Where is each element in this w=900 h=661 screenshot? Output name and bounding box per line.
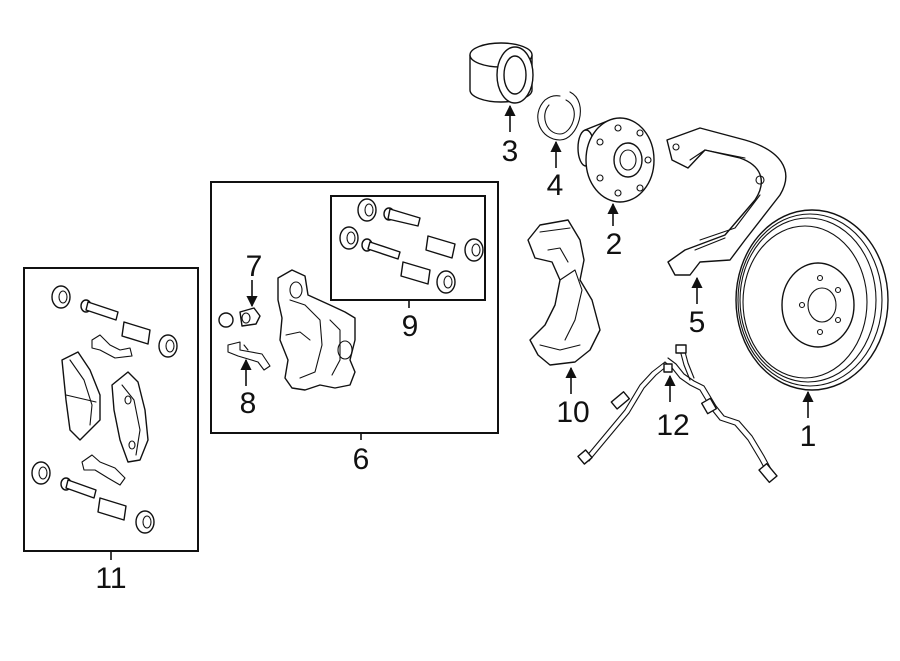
wheel-bearing: [469, 42, 534, 104]
caliper-clip: [227, 341, 271, 371]
wheel-hub: [577, 117, 655, 203]
callout-2: 2: [606, 228, 623, 261]
snap-ring: [537, 91, 581, 141]
callout-12: 12: [656, 409, 689, 442]
guide-pin-kit: [339, 198, 484, 294]
caliper-bracket: [527, 219, 601, 366]
brake-caliper: [277, 269, 356, 391]
bleeder-screw: [218, 307, 261, 328]
callout-6: 6: [353, 443, 370, 476]
callout-4: 4: [547, 169, 564, 202]
callout-3: 3: [502, 135, 519, 168]
callout-11: 11: [95, 562, 126, 595]
leader-lines: [110, 104, 814, 560]
brake-rotor: [735, 209, 889, 391]
dust-shield: [666, 127, 787, 276]
pin-kit-box: [330, 195, 486, 301]
abs-sensor-harness: [577, 344, 778, 484]
callout-7: 7: [246, 250, 263, 283]
caliper-kit-box: [210, 181, 499, 434]
callout-1: 1: [800, 420, 817, 453]
callout-10: 10: [556, 396, 589, 429]
callout-8: 8: [240, 387, 257, 420]
brake-pad-kit: [31, 285, 178, 534]
callout-9: 9: [402, 310, 419, 343]
callout-5: 5: [689, 306, 706, 339]
